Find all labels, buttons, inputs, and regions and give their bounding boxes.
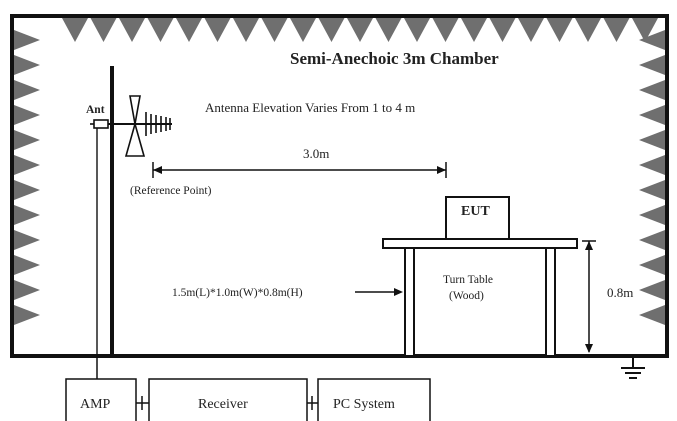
absorber-cone xyxy=(14,205,40,225)
absorber-cone xyxy=(639,180,665,200)
absorber-cone xyxy=(632,18,658,42)
chamber-wall xyxy=(10,14,669,358)
pc-system-label: PC System xyxy=(333,397,395,412)
absorber-cone xyxy=(461,18,487,42)
absorber-cone xyxy=(14,55,40,75)
absorber-cone xyxy=(639,130,665,150)
absorber-cone xyxy=(603,18,630,42)
amp-label: AMP xyxy=(80,397,111,412)
absorber-cone xyxy=(119,18,145,42)
turn-table xyxy=(382,238,578,357)
absorber-cone xyxy=(14,180,40,200)
absorber-cone xyxy=(489,18,516,42)
absorber-cone xyxy=(639,205,665,225)
eut-box xyxy=(445,196,510,242)
absorber-cone xyxy=(639,305,665,325)
absorber-cone xyxy=(14,305,40,325)
absorber-cone xyxy=(14,130,40,150)
absorber-cone xyxy=(639,80,665,100)
absorber-cone xyxy=(290,18,316,42)
turntable-label-line1: Turn Table xyxy=(443,274,493,286)
absorber-cone xyxy=(639,230,665,250)
absorber-cone xyxy=(204,18,231,42)
absorber-cones-right-wall xyxy=(639,30,665,325)
absorber-cone xyxy=(318,18,345,42)
absorber-cones-left-wall xyxy=(14,30,40,325)
chamber-title: Semi-Anechoic 3m Chamber xyxy=(290,49,499,68)
absorber-cone xyxy=(14,80,40,100)
height-arrow xyxy=(582,240,596,353)
absorber-cone xyxy=(575,18,601,42)
absorber-cone xyxy=(147,18,174,42)
absorber-cone xyxy=(233,18,259,42)
absorber-cone xyxy=(14,230,40,250)
absorber-cone xyxy=(261,18,288,42)
absorber-cone xyxy=(14,155,40,175)
absorber-cone xyxy=(375,18,402,42)
equipment-row xyxy=(65,356,431,421)
table-size-arrow xyxy=(355,288,403,296)
absorber-cone xyxy=(14,30,40,50)
absorber-cone xyxy=(347,18,373,42)
reference-point-label: (Reference Point) xyxy=(130,185,212,197)
height-label: 0.8m xyxy=(607,285,633,300)
distance-arrow xyxy=(152,162,447,178)
antenna-icon xyxy=(90,95,172,356)
antenna-elevation-note: Antenna Elevation Varies From 1 to 4 m xyxy=(205,100,415,115)
ground-icon xyxy=(621,356,645,379)
table-size-label: 1.5m(L)*1.0m(W)*0.8m(H) xyxy=(172,287,303,299)
receiver-label: Receiver xyxy=(198,397,248,412)
absorber-cone xyxy=(639,55,665,75)
receiver-box xyxy=(148,378,308,421)
absorber-cone xyxy=(639,30,665,50)
absorber-cone xyxy=(404,18,430,42)
distance-label: 3.0m xyxy=(303,146,329,161)
absorber-cone xyxy=(546,18,573,42)
amp-box xyxy=(65,378,137,421)
absorber-cone xyxy=(90,18,117,42)
absorber-cone xyxy=(432,18,459,42)
absorber-cone xyxy=(639,105,665,125)
turntable-label-line2: (Wood) xyxy=(449,290,484,302)
pc-system-box xyxy=(317,378,431,421)
absorber-cone xyxy=(176,18,202,42)
absorber-cone xyxy=(62,18,88,42)
absorber-cone xyxy=(639,255,665,275)
antenna-label: Ant xyxy=(86,104,105,116)
absorber-cone xyxy=(14,105,40,125)
absorber-cone xyxy=(518,18,544,42)
eut-label: EUT xyxy=(461,204,490,219)
absorber-cone xyxy=(14,255,40,275)
absorber-cone xyxy=(14,280,40,300)
absorber-cones-ceiling xyxy=(62,18,658,42)
absorber-cone xyxy=(639,280,665,300)
absorber-cone xyxy=(639,155,665,175)
